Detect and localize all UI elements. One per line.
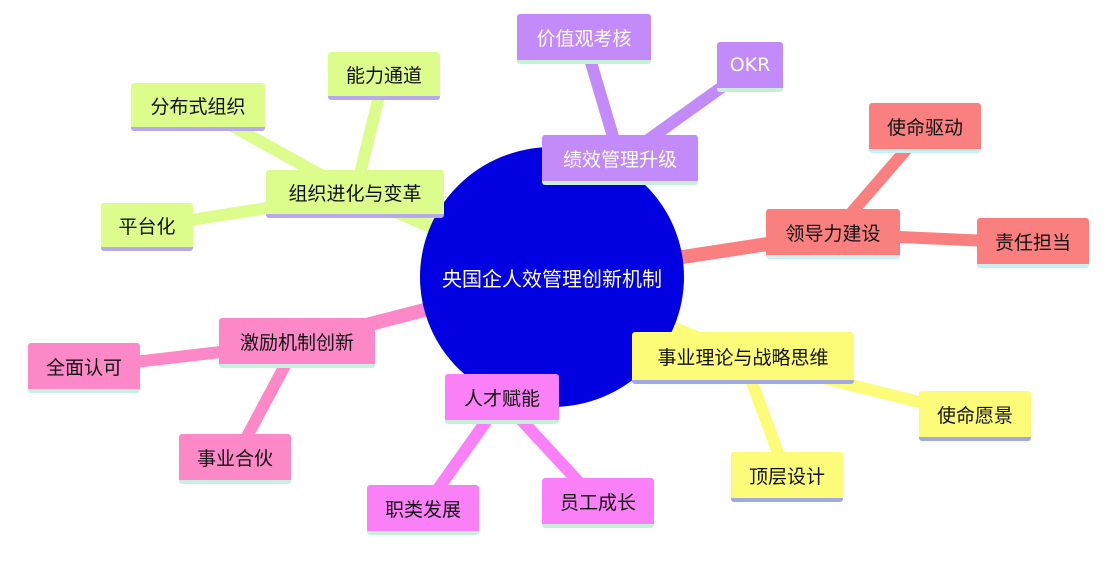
node-mission-driven[interactable]: 使命驱动 bbox=[869, 103, 981, 153]
node-responsibility[interactable]: 责任担当 bbox=[977, 218, 1089, 268]
node-incentive[interactable]: 激励机制创新 bbox=[219, 318, 375, 368]
node-career-dev[interactable]: 职类发展 bbox=[367, 485, 479, 535]
node-distributed-org[interactable]: 分布式组织 bbox=[131, 83, 265, 131]
node-strategy[interactable]: 事业理论与战略思维 bbox=[632, 332, 854, 384]
node-mission-vision[interactable]: 使命愿景 bbox=[919, 391, 1031, 441]
node-full-recognition[interactable]: 全面认可 bbox=[28, 343, 140, 393]
node-values-assessment[interactable]: 价值观考核 bbox=[517, 14, 651, 64]
node-capability-channel[interactable]: 能力通道 bbox=[328, 52, 440, 100]
node-leadership[interactable]: 领导力建设 bbox=[766, 209, 900, 259]
node-performance[interactable]: 绩效管理升级 bbox=[542, 135, 698, 185]
node-talent[interactable]: 人才赋能 bbox=[445, 374, 559, 424]
node-top-design[interactable]: 顶层设计 bbox=[731, 452, 843, 502]
node-staff-growth[interactable]: 员工成长 bbox=[542, 478, 654, 528]
node-business-partner[interactable]: 事业合伙 bbox=[179, 434, 291, 484]
node-okr[interactable]: OKR bbox=[717, 42, 783, 92]
node-platform[interactable]: 平台化 bbox=[101, 203, 193, 251]
node-org[interactable]: 组织进化与变革 bbox=[266, 170, 444, 218]
